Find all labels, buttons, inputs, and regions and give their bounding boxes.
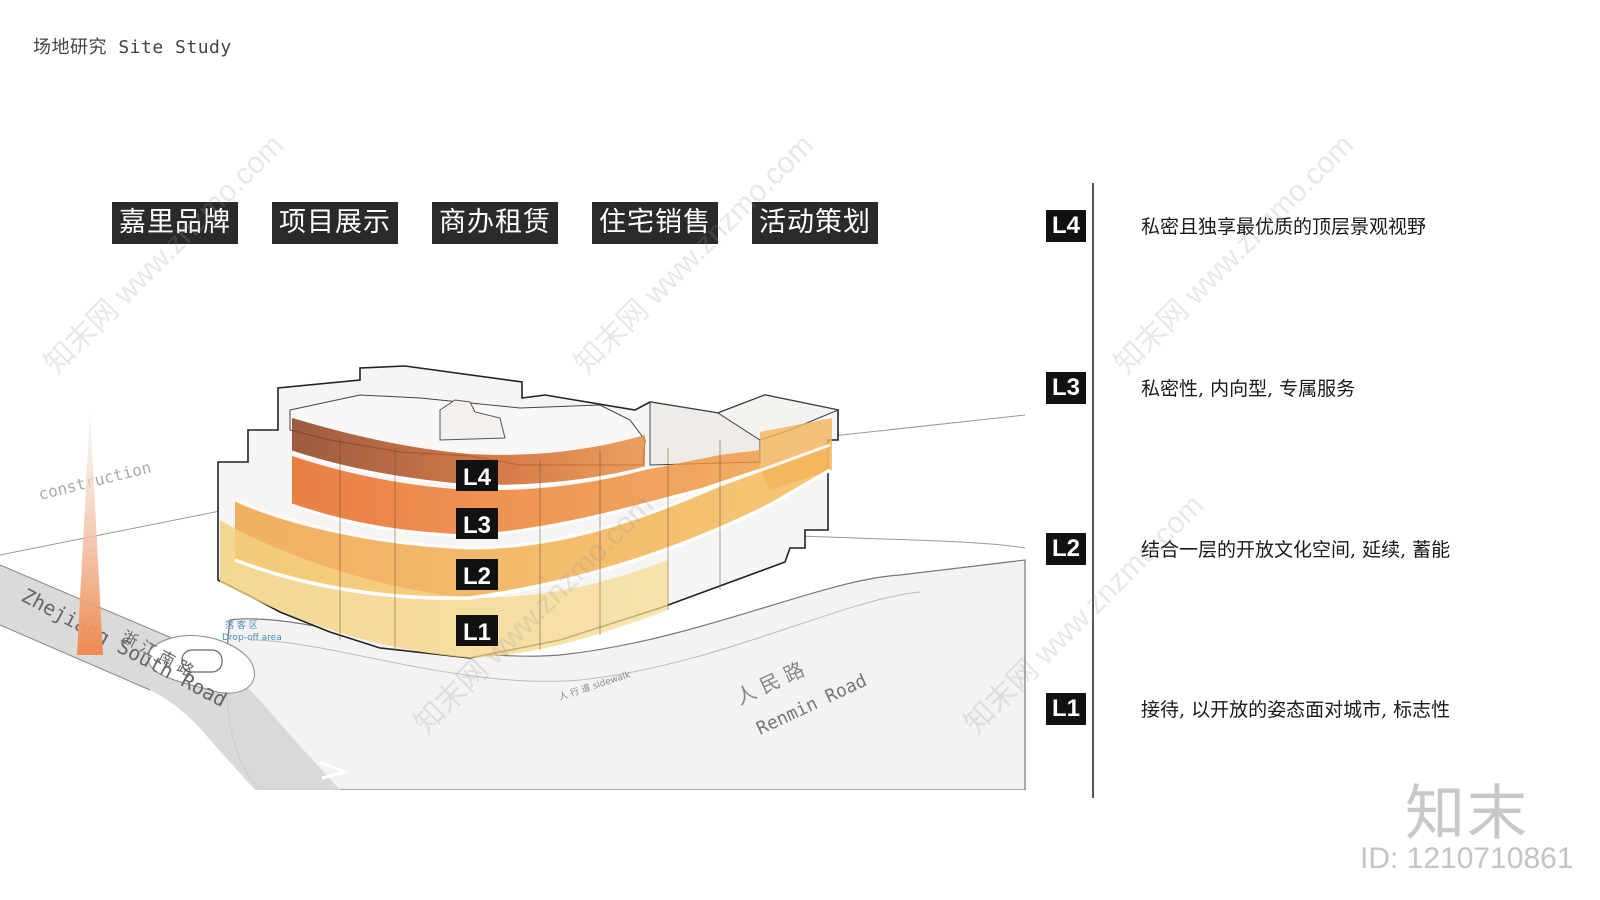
watermark-text: 知末网 www.znzmo.com: [1108, 128, 1361, 381]
building-level-l1: L1: [456, 615, 498, 646]
legend-badge-l1: L1: [1046, 693, 1086, 725]
svg-text:L3: L3: [463, 512, 491, 539]
privacy-gradient-spike: [77, 410, 103, 655]
svg-text:L4: L4: [463, 464, 492, 491]
building-axonometric: Zhejiang South Road 浙 江 南 路 Renmin Road …: [0, 290, 1030, 790]
function-tag-display: 项目展示: [272, 202, 398, 244]
building-level-l4: L4: [456, 460, 498, 491]
building-level-l2: L2: [456, 559, 498, 590]
legend-desc-l3: 私密性, 内向型, 专属服务: [1141, 378, 1356, 400]
brand-watermark: 知末: [1405, 779, 1529, 849]
svg-text:L1: L1: [463, 619, 491, 646]
function-tag-leasing: 商办租赁: [432, 202, 558, 244]
legend-badge-l2: L2: [1046, 533, 1086, 565]
dropoff-label: Drop-off area: [222, 633, 282, 643]
vertical-divider: [1092, 183, 1094, 798]
image-id-watermark: ID: 1210710861: [1360, 842, 1574, 875]
legend-desc-l1: 接待, 以开放的姿态面对城市, 标志性: [1141, 699, 1451, 721]
legend-desc-l2: 结合一层的开放文化空间, 延续, 蓄能: [1141, 539, 1451, 561]
function-tag-brand: 嘉里品牌: [112, 202, 238, 244]
function-tag-sales: 住宅销售: [592, 202, 718, 244]
page-title: 场地研究 Site Study: [33, 37, 232, 58]
function-tag-events: 活动策划: [752, 202, 878, 244]
building-level-l3: L3: [456, 508, 498, 539]
svg-text:L2: L2: [463, 563, 491, 590]
building: [217, 365, 840, 659]
legend-badge-l4: L4: [1046, 210, 1086, 242]
legend-desc-l4: 私密且独享最优质的顶层景观视野: [1141, 216, 1427, 238]
legend-badge-l3: L3: [1046, 372, 1086, 404]
dropoff-label-cn: 落 客 区: [225, 619, 258, 631]
